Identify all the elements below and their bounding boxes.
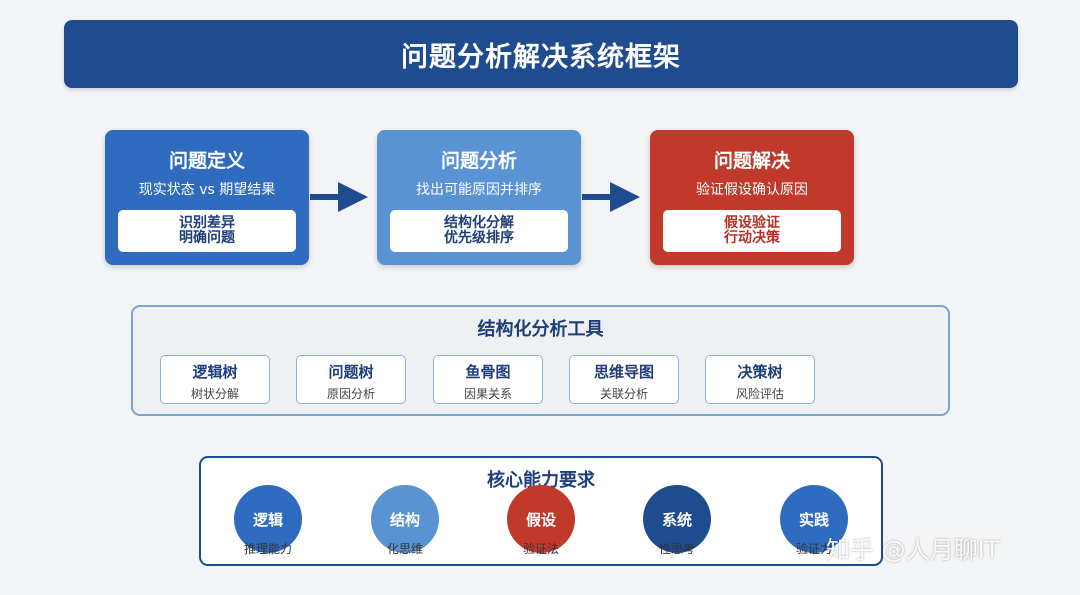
analysis-tools-panel: 结构化分析工具 逻辑树 树状分解 问题树 原因分析 鱼骨图 因果关系 思维导图 …	[131, 305, 950, 416]
capability-name: 系统	[661, 510, 692, 529]
capability-name: 逻辑	[252, 510, 283, 529]
stage-subtitle: 验证假设确认原因	[696, 182, 808, 198]
tool-name: 决策树	[737, 363, 783, 381]
capability-desc: 化思维	[386, 542, 423, 556]
capability-desc: 推理能力	[243, 542, 292, 556]
tool-name: 问题树	[328, 363, 374, 381]
tool-name: 鱼骨图	[465, 363, 511, 381]
capability-circle-system: 系统	[643, 485, 711, 553]
capability-desc: 验证力	[795, 542, 832, 556]
watermark: 知乎 @人月聊IT	[826, 536, 1000, 564]
stage-detail-line: 假设验证	[724, 215, 780, 231]
stage-problem-solving: 问题解决 验证假设确认原因 假设验证 行动决策	[650, 130, 854, 265]
arrow-right-icon	[310, 182, 368, 212]
capability-circle-practice: 实践	[780, 485, 848, 553]
stage-subtitle: 找出可能原因并排序	[416, 182, 542, 198]
tool-desc: 树状分解	[190, 387, 239, 401]
tool-desc: 原因分析	[326, 387, 375, 401]
stage-detail-line: 识别差异	[179, 215, 235, 231]
page-title: 问题分析解决系统框架	[401, 41, 681, 73]
capability-circle-structure: 结构	[371, 485, 439, 553]
capability-name: 实践	[798, 510, 829, 529]
tool-desc: 关联分析	[599, 387, 648, 401]
stage-problem-definition: 问题定义 现实状态 vs 期望结果 识别差异 明确问题	[105, 130, 309, 265]
capability-name: 结构	[389, 510, 420, 529]
capability-name: 假设	[525, 510, 556, 529]
tool-card-decision-tree: 决策树 风险评估	[705, 355, 815, 404]
core-panel-title: 核心能力要求	[487, 470, 595, 491]
stage-title: 问题解决	[713, 150, 790, 172]
capability-desc: 性思考	[658, 542, 695, 556]
stage-detail-box: 识别差异 明确问题	[118, 210, 296, 252]
tool-name: 逻辑树	[192, 363, 238, 381]
tool-card-fishbone: 鱼骨图 因果关系	[433, 355, 543, 404]
capability-circle-logic: 逻辑	[234, 485, 302, 553]
stage-detail-line: 结构化分解	[444, 215, 514, 231]
stage-detail-line: 优先级排序	[444, 230, 514, 246]
capability-desc: 验证法	[522, 542, 559, 556]
stage-detail-line: 行动决策	[724, 230, 780, 246]
tool-card-logic-tree: 逻辑树 树状分解	[160, 355, 270, 404]
stage-problem-analysis: 问题分析 找出可能原因并排序 结构化分解 优先级排序	[377, 130, 581, 265]
tool-card-mind-map: 思维导图 关联分析	[569, 355, 679, 404]
capability-circle-hypothesis: 假设	[507, 485, 575, 553]
tool-card-issue-tree: 问题树 原因分析	[296, 355, 406, 404]
tool-desc: 风险评估	[735, 387, 784, 401]
stage-detail-line: 明确问题	[179, 230, 235, 246]
tool-name: 思维导图	[593, 363, 654, 381]
tools-panel-title: 结构化分析工具	[477, 319, 604, 340]
tool-desc: 因果关系	[463, 387, 512, 401]
stage-detail-box: 假设验证 行动决策	[663, 210, 841, 252]
stage-title: 问题分析	[440, 150, 517, 172]
stage-title: 问题定义	[168, 150, 245, 172]
stage-subtitle: 现实状态 vs 期望结果	[138, 182, 276, 198]
arrow-right-icon	[582, 182, 640, 212]
title-banner: 问题分析解决系统框架	[64, 20, 1018, 88]
stage-detail-box: 结构化分解 优先级排序	[390, 210, 568, 252]
